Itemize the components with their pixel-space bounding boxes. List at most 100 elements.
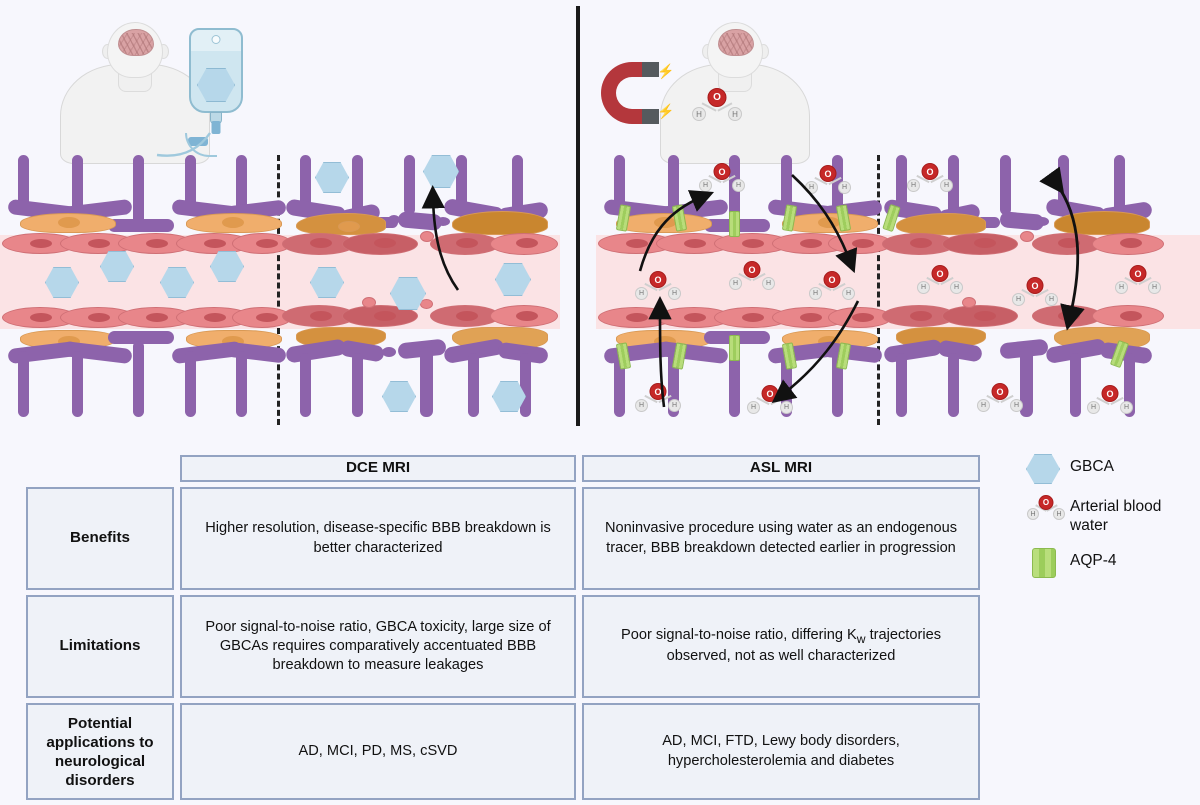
endothelial-nucleus [88,313,110,322]
table-cell-applications-dce: AD, MCI, PD, MS, cSVD [180,703,576,800]
gbca-hexagon-icon [423,155,459,188]
hydrogen-atom: H [917,281,930,294]
pericyte-nucleus [818,217,840,228]
magnet-pole-bottom [642,109,659,124]
astrocyte-process [404,155,415,215]
endothelial-debris [362,297,376,308]
iv-bag-hanger-hole [211,35,221,44]
astrocyte-process [896,155,907,215]
endothelial-nucleus [456,238,478,248]
endothelial-nucleus [310,238,332,248]
astrocyte-endfoot [108,219,174,232]
hydrogen-atom: H [842,287,855,300]
astrocyte-process [896,353,907,417]
astrocyte-process [420,347,433,417]
panel-divider [576,6,580,426]
gbca-hexagon-icon [315,162,349,193]
astrocyte-process [456,155,467,215]
astrocyte-process [781,155,792,215]
oxygen-atom: O [823,271,841,288]
pericyte-damaged [1054,211,1150,235]
astrocyte-process [133,341,144,417]
endothelial-debris [420,231,434,242]
astrocyte-process [300,155,311,215]
legend-icon-gbca [1022,452,1070,486]
astrocyte-debris [382,347,396,357]
aqp4-channel-icon [729,211,740,237]
legend-item-aqp4: AQP-4 [1022,546,1117,580]
hydrogen-atom: H [1087,401,1100,414]
astrocyte-process [948,353,959,417]
endothelial-nucleus [626,313,648,322]
oxygen-atom: O [713,163,731,180]
endothelial-nucleus [30,313,52,322]
limitations-asl-post: trajectories observed, not as well chara… [666,627,941,665]
legend-label-gbca: GBCA [1070,458,1114,475]
table-header-asl: ASL MRI [582,455,980,482]
legend-icon-aqp4 [1022,546,1070,580]
astrocyte-process [614,351,625,417]
hydrogen-atom: H [635,287,648,300]
endothelial-nucleus [256,313,278,322]
astrocyte-process [512,155,523,215]
iv-drip-illustration [156,28,290,157]
endothelial-nucleus [146,313,168,322]
astrocyte-process [352,353,363,417]
endothelial-debris [962,297,976,308]
limitations-asl-pre: Poor signal-to-noise ratio, differing K [620,627,857,644]
hydrogen-atom: H [635,399,648,412]
endothelial-nucleus [974,238,996,248]
endothelial-nucleus [852,313,874,322]
astrocyte-process [72,351,83,417]
endothelial-nucleus [910,311,932,321]
hydrogen-atom: H [732,179,745,192]
patient-in-magnet-illustration [660,22,830,164]
astrocyte-process [1114,155,1125,215]
endothelial-nucleus [1058,311,1080,321]
water-molecule-icon: O H H [1114,265,1162,297]
astrocyte-process [133,155,144,227]
pericyte-nucleus [58,217,80,228]
endothelial-nucleus [146,239,168,248]
pericyte-damaged [452,211,548,235]
oxygen-atom: O [1129,265,1147,282]
endothelial-debris [420,299,433,309]
endothelial-nucleus [256,239,278,248]
endothelial-nucleus [910,238,932,248]
hydrogen-atom: H [1148,281,1161,294]
oxygen-atom: O [931,265,949,282]
hydrogen-atom: H [950,281,963,294]
legend-label-arterial-blood-water: Arterial blood water [1070,498,1162,535]
hydrogen-atom: H [1012,293,1025,306]
gbca-hexagon-icon [197,68,235,102]
water-molecule-icon: O H H [698,163,746,195]
astrocyte-process [185,351,196,417]
hydrogen-atom: H [747,401,760,414]
astrocyte-process [614,155,625,215]
hydrogen-atom: H [729,277,742,290]
water-molecule-icon: O H H [1027,495,1065,523]
oxygen-atom: O [761,385,779,402]
water-molecule-icon: O H H [690,88,744,124]
hydrogen-atom: H [1053,508,1065,520]
hydrogen-atom: H [940,179,953,192]
astrocyte-process [1124,353,1135,417]
hydrogen-atom: H [728,107,742,121]
oxygen-atom: O [921,163,939,180]
table-rowhead-applications: Potential applications to neurological d… [26,703,174,800]
endothelial-nucleus [1120,238,1142,248]
astrocyte-debris [1036,217,1049,226]
table-cell-limitations-asl: Poor signal-to-noise ratio, differing Kw… [582,595,980,698]
astrocyte-debris [976,217,1000,228]
spark-icon: ⚡ [657,63,675,79]
legend-label-aqp4: AQP-4 [1070,552,1117,569]
astrocyte-process [236,155,247,215]
gbca-hexagon-icon [382,381,416,412]
astrocyte-process [185,155,196,215]
hydrogen-atom: H [907,179,920,192]
astrocyte-process [72,155,83,215]
gbca-hexagon-icon [390,277,426,310]
astrocyte-process [1070,353,1081,417]
bbb-diagram-dce [0,155,560,425]
